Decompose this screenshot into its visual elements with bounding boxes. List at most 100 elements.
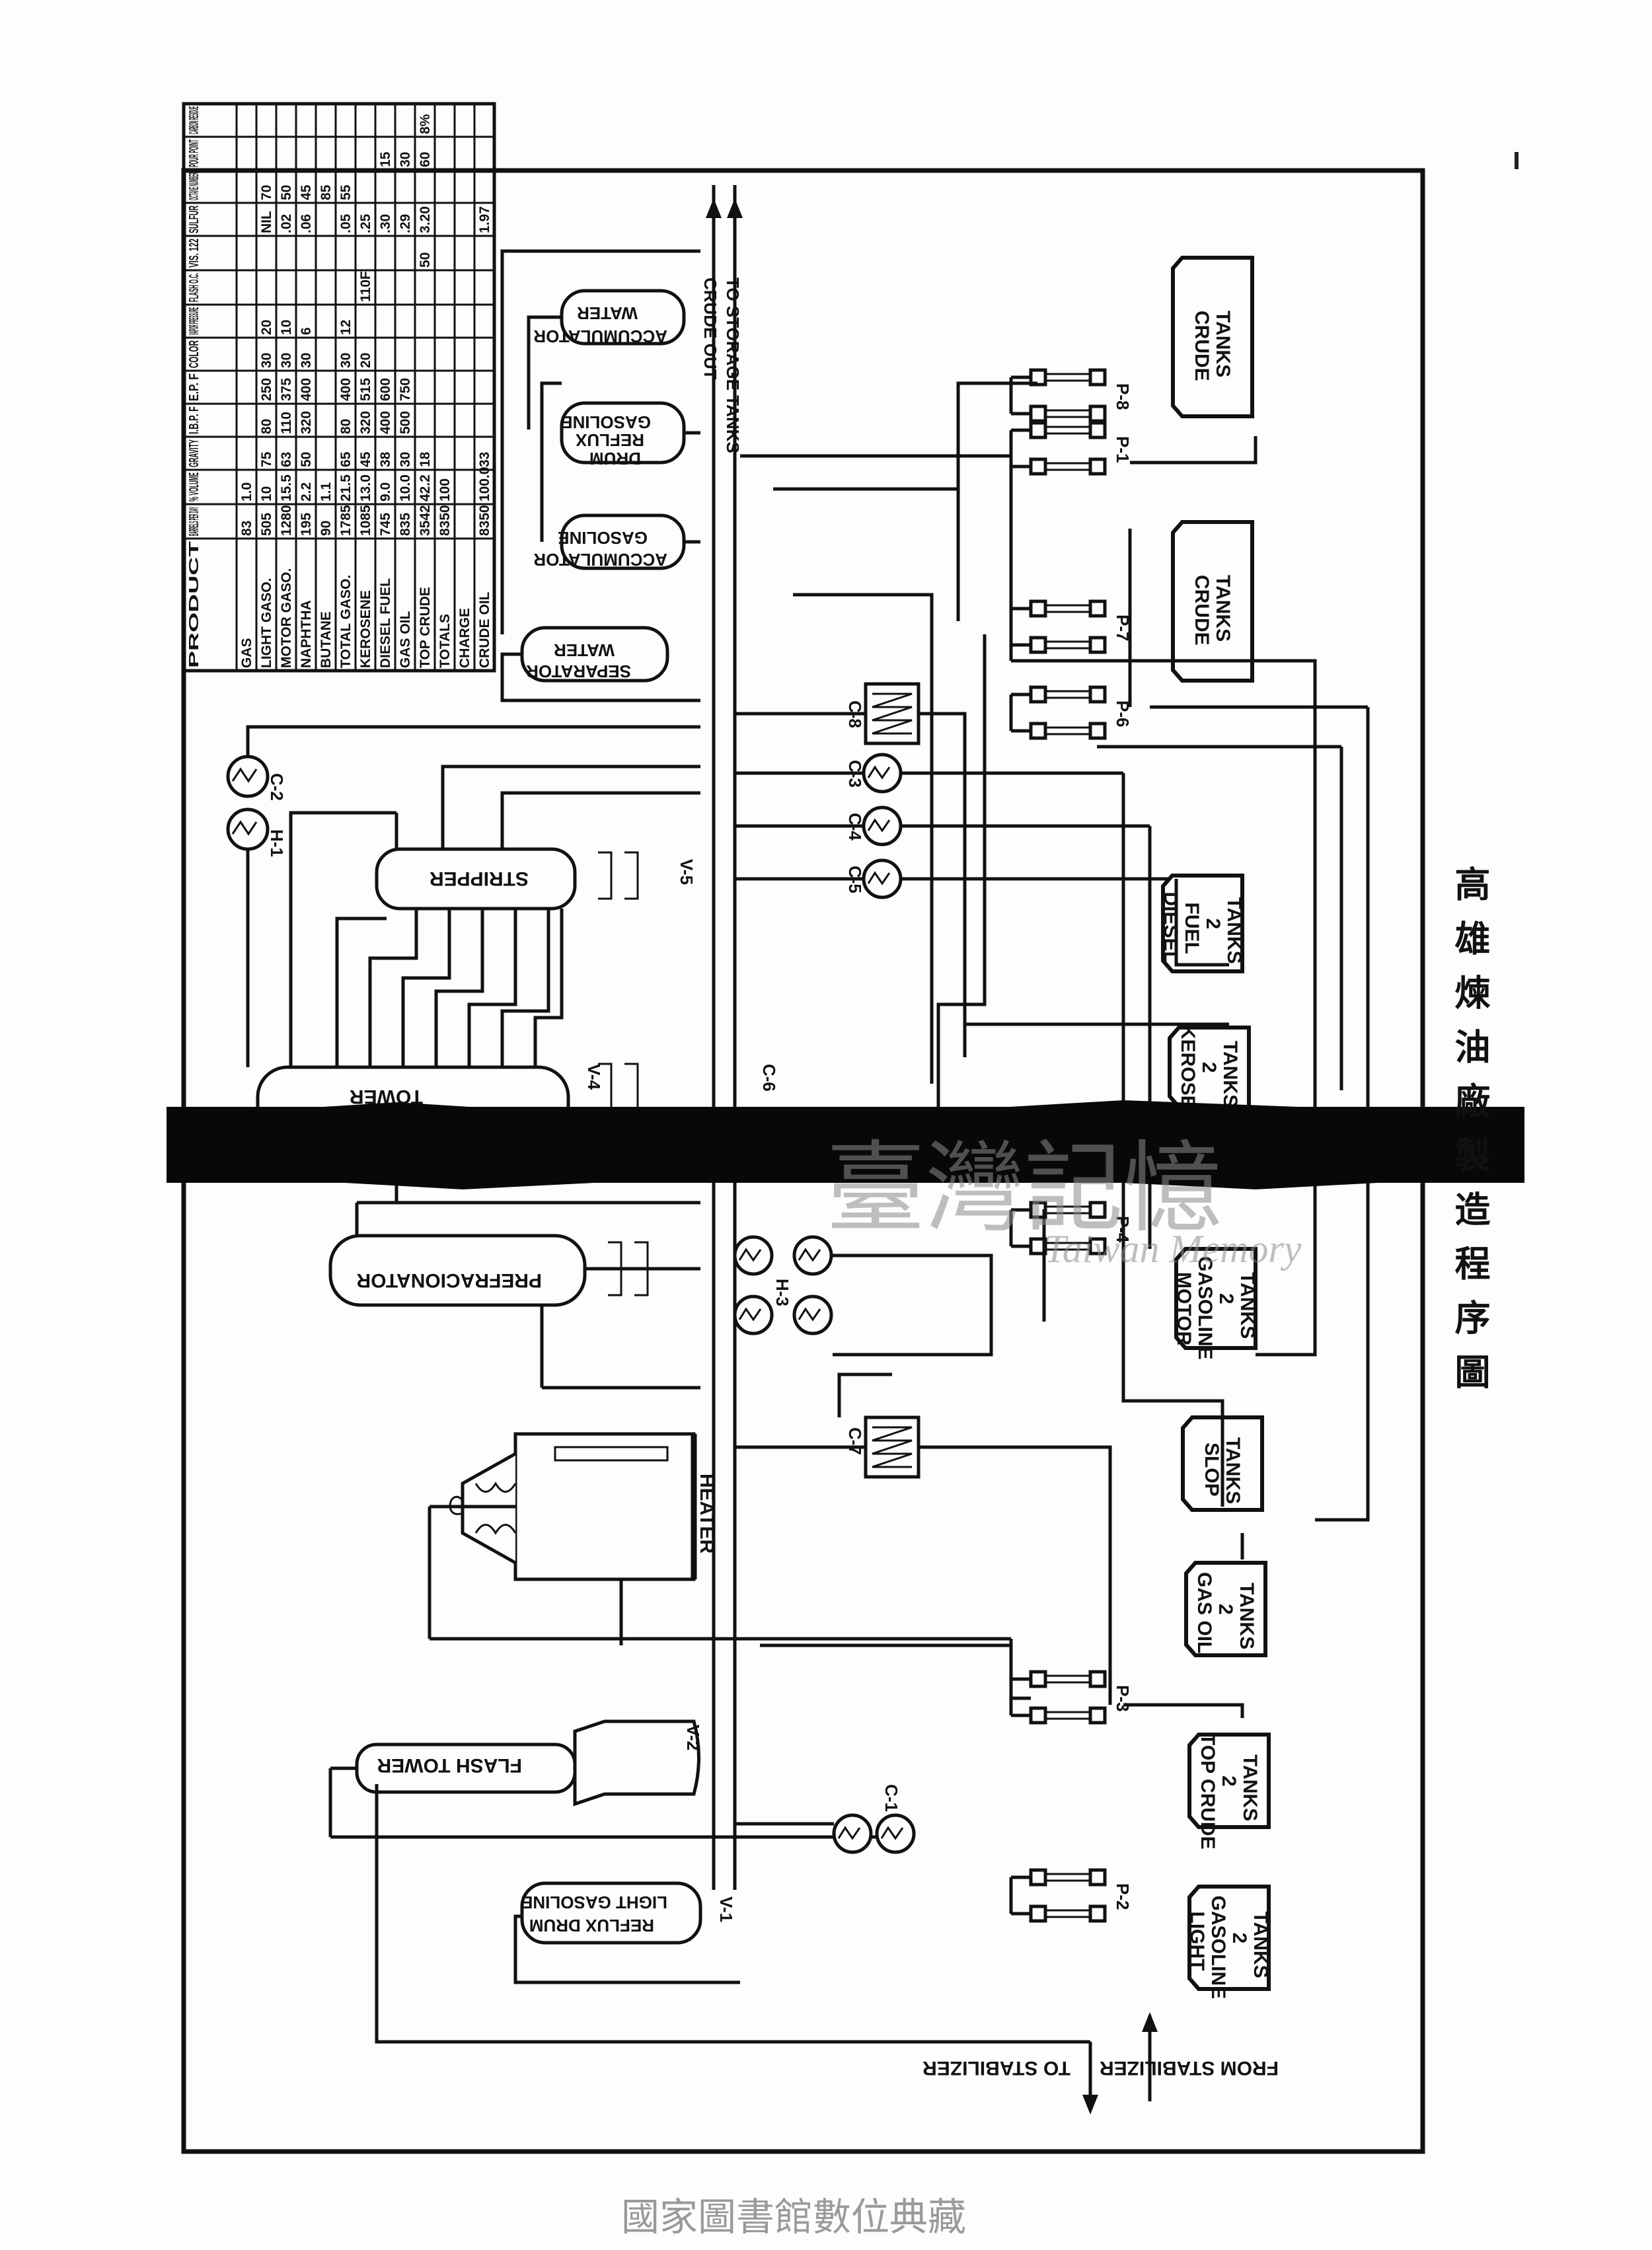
lg-reflux-label-1: LIGHT GASOLINE bbox=[521, 1893, 667, 1912]
table-cell: NAPHTHA bbox=[299, 600, 314, 668]
table-cell: MOTOR GASO. bbox=[279, 568, 294, 668]
prefractionator-label: PREFRACIONATOR bbox=[356, 1269, 542, 1291]
light-gasoline-reflux-drum: LIGHT GASOLINE REFLUX DRUM V-1 bbox=[375, 1784, 1090, 2044]
table-cell: TOTAL GASO. bbox=[338, 575, 354, 668]
reflux-drum-label-3: DRUM bbox=[589, 449, 641, 469]
tank-label-line: 2 bbox=[1198, 1062, 1220, 1073]
table-cell: 195 bbox=[299, 513, 314, 536]
pump-p1: P-1 bbox=[1009, 421, 1133, 476]
stripper-label: STRIPPER bbox=[430, 868, 529, 889]
to-stabilizer-label: TO STABILIZER bbox=[922, 2057, 1070, 2079]
table-cell: 13.0 bbox=[358, 474, 373, 502]
table-cell: 90 bbox=[319, 521, 334, 536]
stabilizer-lines: TO STABILIZER FROM STABILIZER bbox=[922, 2012, 1279, 2115]
table-cell: .06 bbox=[299, 214, 314, 233]
table-frame bbox=[182, 102, 496, 673]
table-cell: GAS bbox=[239, 638, 254, 668]
table-cell: 12 bbox=[338, 320, 354, 335]
table-cell: 80 bbox=[259, 419, 274, 434]
table-header-cell: FLASH O.C. bbox=[187, 273, 202, 302]
table-cell: 2.2 bbox=[299, 482, 314, 502]
table-header-cell: VIS. 122 bbox=[187, 239, 202, 268]
table-cell: 1.0 bbox=[239, 482, 254, 502]
table-cell: 1280 bbox=[279, 505, 294, 536]
tank-label-line: 2 bbox=[1202, 919, 1224, 930]
table-cell: TOTALS bbox=[437, 614, 453, 668]
tank-label-line: GAS OIL bbox=[1193, 1572, 1215, 1653]
tank-label-line: 2 bbox=[1215, 1604, 1236, 1615]
tank-label-line: FUEL bbox=[1181, 903, 1203, 954]
table-header-cell: OCTANE NUMBER bbox=[187, 172, 202, 200]
tank-label-line: SLOP bbox=[1201, 1443, 1222, 1497]
water-accumulator-label-2: ACCUMULATOR bbox=[533, 326, 667, 346]
table-cell: 85 bbox=[319, 184, 334, 200]
table-cell: 10 bbox=[259, 486, 274, 502]
tag-v2: V-2 bbox=[683, 1725, 703, 1750]
tank-label-line: TANKS bbox=[1236, 1272, 1258, 1339]
table-cell: TOP CRUDE bbox=[418, 587, 433, 668]
table-header-cell: GRAVITY bbox=[187, 439, 202, 467]
watermark-sub: Taiwan Memory bbox=[1044, 1227, 1302, 1271]
footer-collection: 國家圖書館數位典藏 bbox=[621, 2194, 966, 2239]
table-cell: 20 bbox=[358, 353, 373, 368]
pump-p7: P-7 bbox=[1009, 599, 1133, 654]
tag-p8: P-8 bbox=[1113, 383, 1133, 410]
tank-label-line: TANKS bbox=[1219, 1041, 1241, 1107]
table-cell: 110F bbox=[358, 271, 373, 302]
lg-reflux-label-2: REFLUX DRUM bbox=[529, 1916, 654, 1935]
table-cell: 15.5 bbox=[279, 474, 294, 502]
pump-p2: P-2 bbox=[1009, 1868, 1133, 1923]
tank-label-line: TANKS bbox=[1239, 1754, 1261, 1821]
table-cell: 75 bbox=[259, 451, 274, 467]
table-cell: .05 bbox=[338, 213, 354, 233]
table-cell: 320 bbox=[358, 411, 373, 434]
table-cell: 8350 bbox=[437, 505, 453, 536]
exchangers-h1-c2: H-1 C-2 bbox=[226, 725, 700, 1067]
tank-label-line: TANKS bbox=[1212, 311, 1234, 377]
flash-tower: FLASH TOWER V-2 bbox=[328, 1719, 912, 1839]
table-cell: CRUDE OIL bbox=[477, 591, 492, 668]
table-cell: 745 bbox=[378, 513, 393, 536]
scan-mark bbox=[1515, 152, 1519, 169]
tag-v1: V-1 bbox=[716, 1896, 736, 1922]
from-stabilizer-label: FROM STABILIZER bbox=[1100, 2057, 1279, 2079]
tank-label-line: TANKS bbox=[1212, 575, 1234, 642]
table-cell: 100 bbox=[437, 478, 453, 502]
table-cell: 80 bbox=[338, 419, 354, 434]
reflux-drum-label-1: GASOLINE bbox=[561, 412, 651, 432]
table-cell: .30 bbox=[378, 214, 393, 233]
crude-out-label: CRUDE OUT bbox=[700, 278, 720, 380]
table-cell: 20 bbox=[259, 320, 274, 335]
tank-label-line: 2 bbox=[1218, 1776, 1240, 1787]
table-cell: 30 bbox=[279, 353, 294, 368]
table-cell: .25 bbox=[358, 213, 373, 233]
table-cell: BUTANE bbox=[319, 611, 334, 668]
table-cell: KEROSENE bbox=[358, 590, 373, 668]
tag-v4: V-4 bbox=[584, 1064, 604, 1090]
diagram-caption: 高雄煉油廠製造程序圖 bbox=[1448, 866, 1491, 1407]
tag-v5: V-5 bbox=[677, 859, 696, 885]
prefractionator: PREFRACIONATOR bbox=[328, 1163, 700, 1390]
table-cell: 10.0 bbox=[398, 474, 413, 502]
table-header-cell: CARBON RESIDUE bbox=[187, 106, 202, 134]
table-header-cell: COLOR bbox=[187, 340, 202, 368]
table-cell: 1785 bbox=[338, 505, 354, 536]
table-cell: 505 bbox=[259, 513, 274, 536]
table-cell: GAS OIL bbox=[398, 611, 413, 668]
table-cell: 8350 bbox=[477, 505, 492, 536]
table-cell: 30 bbox=[338, 353, 354, 368]
exchanger-c7: C-7 bbox=[735, 1372, 1112, 1705]
table-cell: DIESEL FUEL bbox=[378, 578, 393, 668]
table-cell: 38 bbox=[378, 451, 393, 467]
tank-label-line: GASOLINE bbox=[1207, 1896, 1229, 2000]
table-cell: 3542 bbox=[418, 505, 433, 536]
tank-label-line: TANKS bbox=[1223, 897, 1245, 964]
tank-label-line: LIGHT bbox=[1186, 1912, 1208, 1971]
